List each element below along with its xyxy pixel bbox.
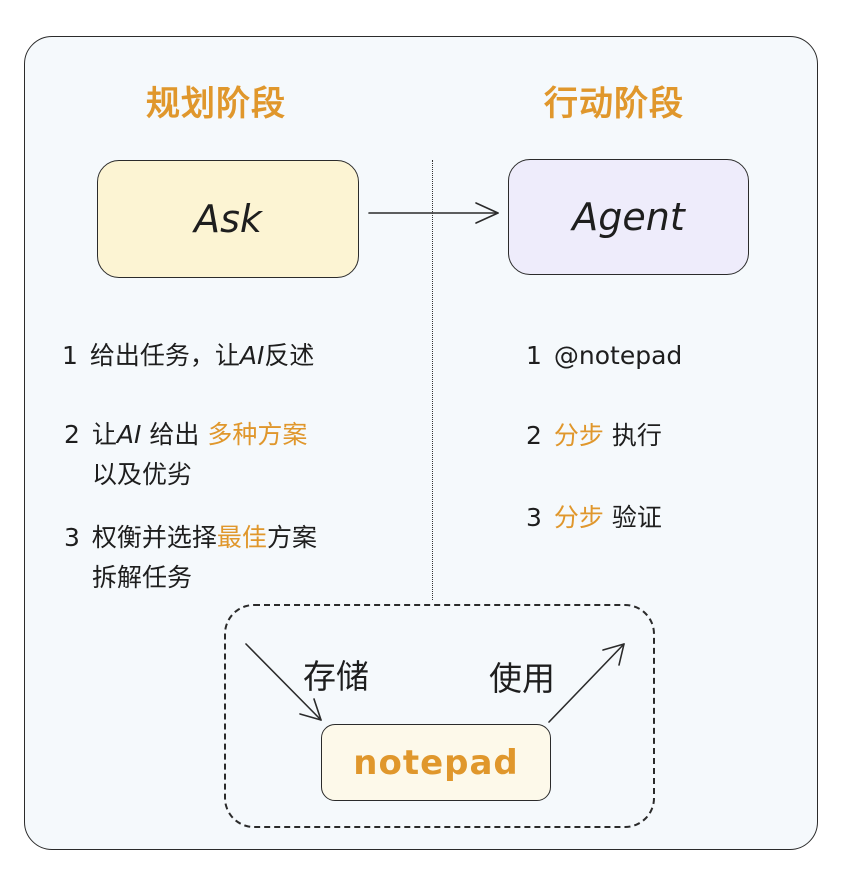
store-arrow	[245, 643, 322, 721]
agent-mode-box: Agent	[508, 159, 749, 275]
highlight-text: 分步	[553, 421, 604, 450]
highlight-text: 分步	[553, 503, 604, 532]
phase-divider	[432, 160, 433, 600]
ask-to-agent-arrow	[368, 202, 499, 224]
ask-mode-box: Ask	[97, 160, 359, 278]
step-text: 给出任务，让	[89, 341, 240, 370]
step-number: 3	[526, 503, 542, 532]
step-text: 反述	[264, 341, 315, 370]
step-text: 执行	[603, 421, 662, 450]
highlight-text: 多种方案	[207, 420, 308, 449]
ask-mode-label: Ask	[194, 197, 262, 241]
step-text: 给出	[141, 420, 208, 449]
use-label: 使用	[489, 659, 555, 698]
agent-mode-label: Agent	[572, 195, 685, 239]
step-text: 权衡并选择	[91, 523, 217, 552]
step-text: AI	[116, 420, 142, 449]
step-number: 1	[62, 341, 78, 370]
notepad-box-label: notepad	[353, 742, 519, 783]
notepad-zone	[224, 604, 655, 828]
highlight-text: 最佳	[216, 523, 267, 552]
planning-step-1: 1 给出任务，让AI反述	[62, 336, 314, 376]
step-text: 验证	[603, 503, 662, 532]
step-text: 方案	[266, 523, 317, 552]
step-number: 2	[64, 420, 80, 449]
action-step-2: 2 分步 执行	[526, 416, 662, 456]
step-continuation: 以及优劣	[92, 460, 193, 489]
planning-phase-title: 规划阶段	[146, 84, 286, 124]
step-text: 让	[91, 420, 117, 449]
planning-step-3: 3 权衡并选择最佳方案拆解任务	[64, 518, 317, 598]
action-step-3: 3 分步 验证	[526, 498, 662, 538]
notepad-box: notepad	[321, 724, 551, 801]
store-label: 存储	[303, 657, 369, 696]
action-phase-title: 行动阶段	[544, 84, 684, 124]
action-step-1: 1 @notepad	[526, 336, 682, 376]
step-text: AI	[239, 341, 265, 370]
use-arrow	[548, 643, 625, 723]
step-number: 3	[64, 523, 80, 552]
step-text: @notepad	[553, 341, 683, 370]
step-number: 1	[526, 341, 542, 370]
step-number: 2	[526, 421, 542, 450]
step-continuation: 拆解任务	[92, 563, 193, 592]
